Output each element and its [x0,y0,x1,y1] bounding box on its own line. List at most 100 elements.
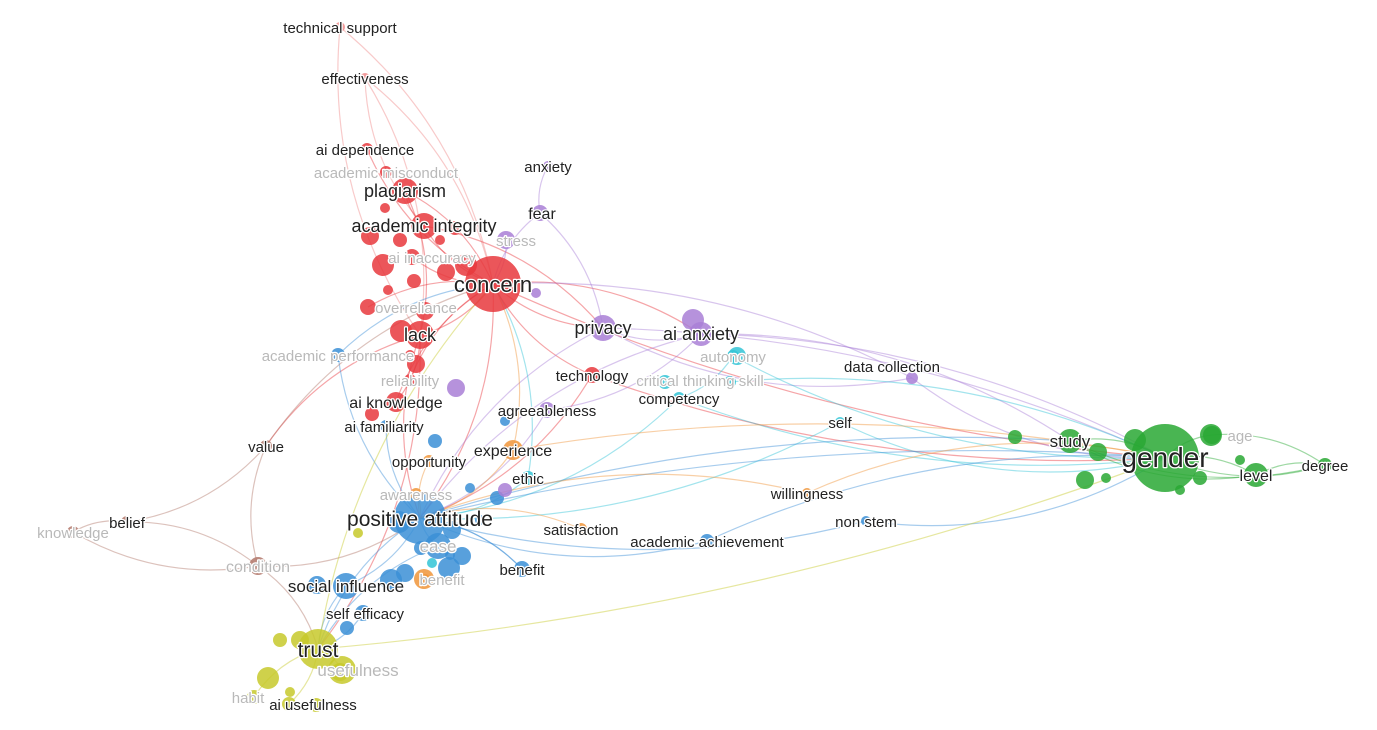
edge-fear-privacy [539,212,604,329]
cluster-node-red[interactable] [416,302,434,320]
cluster-node-blue[interactable] [340,621,354,635]
cluster-node-red[interactable] [383,285,393,295]
node-privacy[interactable] [590,315,616,341]
cluster-node-purple[interactable] [447,379,465,397]
node-benefit-o[interactable] [414,569,434,589]
node-ai-anxiety[interactable] [689,322,713,346]
cluster-node-yellow[interactable] [285,687,295,697]
cluster-node-blue[interactable] [465,483,475,493]
node-technical-support[interactable] [335,22,345,32]
label-benefit: benefit [499,562,545,579]
node-stress[interactable] [497,231,515,249]
cluster-node-green[interactable] [1076,471,1094,489]
node-experience[interactable] [503,440,523,460]
cluster-node-yellow[interactable] [309,698,323,712]
edge-knowledge-condition [72,531,259,571]
node-ai-dependence[interactable] [361,143,373,155]
cluster-node-red[interactable] [393,233,407,247]
node-knowledge[interactable] [67,526,79,538]
node-autonomy[interactable] [727,350,739,362]
node-value[interactable] [260,440,272,452]
node-awareness[interactable] [410,488,422,500]
cluster-node-yellow[interactable] [257,667,279,689]
label-habit: habit [232,690,265,707]
cluster-node-blue[interactable] [428,434,442,448]
cluster-node-cyan[interactable] [427,558,437,568]
edge-lack-trust [317,334,421,650]
node-concern[interactable] [465,256,521,312]
node-non-stem[interactable] [861,516,871,526]
cluster-node-yellow[interactable] [353,528,363,538]
node-perceived-usefulness[interactable] [328,656,356,684]
node-academic-misconduct[interactable] [380,166,392,178]
node-fear[interactable] [532,205,548,221]
cluster-node-yellow[interactable] [273,633,287,647]
cluster-node-blue[interactable] [414,541,428,555]
node-benefit[interactable] [514,561,530,577]
node-belief[interactable] [121,516,133,528]
node-age[interactable] [1203,426,1221,444]
node-satisfaction[interactable] [575,523,587,535]
node-gender[interactable] [1131,424,1199,492]
node-ai-familiarity[interactable] [380,420,392,432]
edge-privacy-positive-attitude [419,327,604,519]
cluster-node-red[interactable] [448,221,462,235]
cluster-node-blue[interactable] [475,515,485,525]
node-ethic[interactable] [521,471,535,485]
node-plagiarism[interactable] [392,178,418,204]
cluster-node-red[interactable] [435,235,445,245]
cluster-node-purple[interactable] [531,288,541,298]
cluster-node-red[interactable] [380,203,390,213]
node-data-collection[interactable] [906,372,918,384]
cluster-node-blue[interactable] [438,557,460,579]
node-ai-usefulness[interactable] [282,697,296,711]
edge-technical-support-lack [337,26,421,336]
node-social-influence[interactable] [333,573,359,599]
node-ai-knowledge[interactable] [386,392,406,412]
cluster-node-blue[interactable] [380,569,402,591]
node-anxiety[interactable] [543,161,553,171]
node-academic-integrity[interactable] [411,213,437,239]
node-overreliance[interactable] [360,299,376,315]
node-ease[interactable] [425,533,451,559]
node-technology[interactable] [584,367,600,383]
cluster-node-green[interactable] [1235,455,1245,465]
cluster-node-blue[interactable] [453,547,471,565]
cluster-node-green[interactable] [1101,473,1111,483]
node-reliability[interactable] [404,374,416,386]
cluster-node-green[interactable] [1008,430,1022,444]
cluster-node-red[interactable] [361,227,379,245]
node-positive-attitude[interactable] [394,492,446,544]
cluster-node-green[interactable] [1193,471,1207,485]
cluster-node-blue[interactable] [308,576,326,594]
node-academic-performance[interactable] [331,348,345,362]
node-study[interactable] [1058,429,1082,453]
node-agreeableness[interactable] [539,402,555,418]
node-willingness[interactable] [802,488,812,498]
cluster-node-red[interactable] [372,254,394,276]
cluster-node-blue[interactable] [500,416,510,426]
node-academic-achievement[interactable] [700,534,714,548]
node-opportunity[interactable] [423,455,435,467]
node-self[interactable] [835,417,845,427]
node-competency[interactable] [673,392,685,404]
node-habit[interactable] [247,690,261,704]
cluster-node-green[interactable] [1089,443,1107,461]
cluster-node-cyan[interactable] [658,375,672,389]
node-lack[interactable] [406,321,434,349]
node-self-efficacy[interactable] [355,605,371,621]
cluster-node-red[interactable] [407,274,421,288]
cluster-node-red[interactable] [437,263,455,281]
cluster-node-purple[interactable] [498,483,512,497]
node-degree[interactable] [1318,458,1332,472]
node-ai-inaccuracy[interactable] [404,249,420,265]
node-trust[interactable] [298,629,338,669]
cluster-node-blue[interactable] [443,521,461,539]
node-critical-thinking-skill[interactable] [724,376,736,388]
cluster-node-red[interactable] [365,407,379,421]
node-level[interactable] [1244,463,1268,487]
cluster-node-red[interactable] [407,355,425,373]
node-effectiveness[interactable] [360,73,370,83]
node-condition[interactable] [249,557,267,575]
